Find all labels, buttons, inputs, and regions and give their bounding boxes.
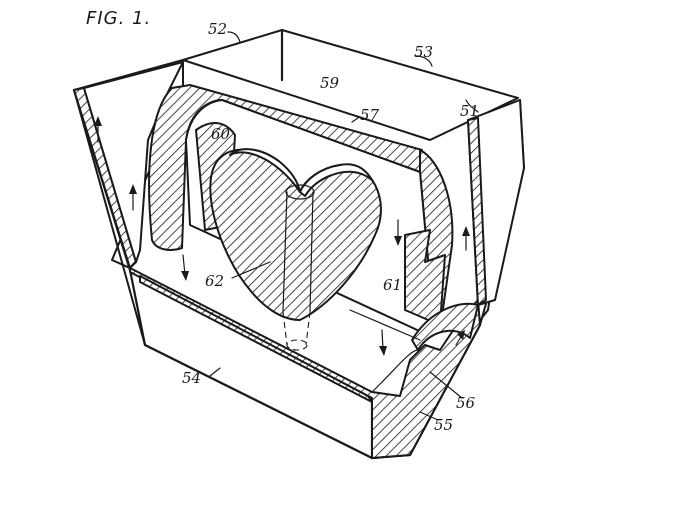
arrow-up-icon (457, 330, 465, 340)
label-62: 62 (205, 272, 224, 290)
label-53: 53 (414, 43, 433, 61)
right-wall (467, 99, 525, 306)
arrow-down-icon (181, 271, 189, 281)
heart-mold (209, 148, 382, 351)
flow-arrows (94, 116, 470, 356)
return-channel (349, 302, 479, 393)
arrow-up-icon (129, 184, 137, 194)
leader-lines (209, 31, 479, 421)
label-52: 52 (208, 20, 227, 38)
arrow-up-icon (94, 116, 102, 126)
arrow-down-icon (394, 236, 402, 246)
label-59: 59 (320, 74, 340, 92)
reference-numerals: 52 53 59 51 57 60 62 61 54 56 55 (182, 20, 479, 434)
arrow-down-icon (379, 346, 387, 356)
label-56: 56 (456, 394, 476, 412)
label-57: 57 (360, 106, 380, 124)
back-wall (182, 28, 519, 141)
label-60: 60 (211, 125, 231, 143)
label-51: 51 (460, 102, 479, 120)
figure-title: FIG. 1. (86, 8, 151, 29)
label-55: 55 (434, 416, 453, 434)
arrow-up-icon (462, 226, 470, 236)
label-61: 61 (383, 276, 402, 294)
label-54: 54 (182, 369, 201, 387)
